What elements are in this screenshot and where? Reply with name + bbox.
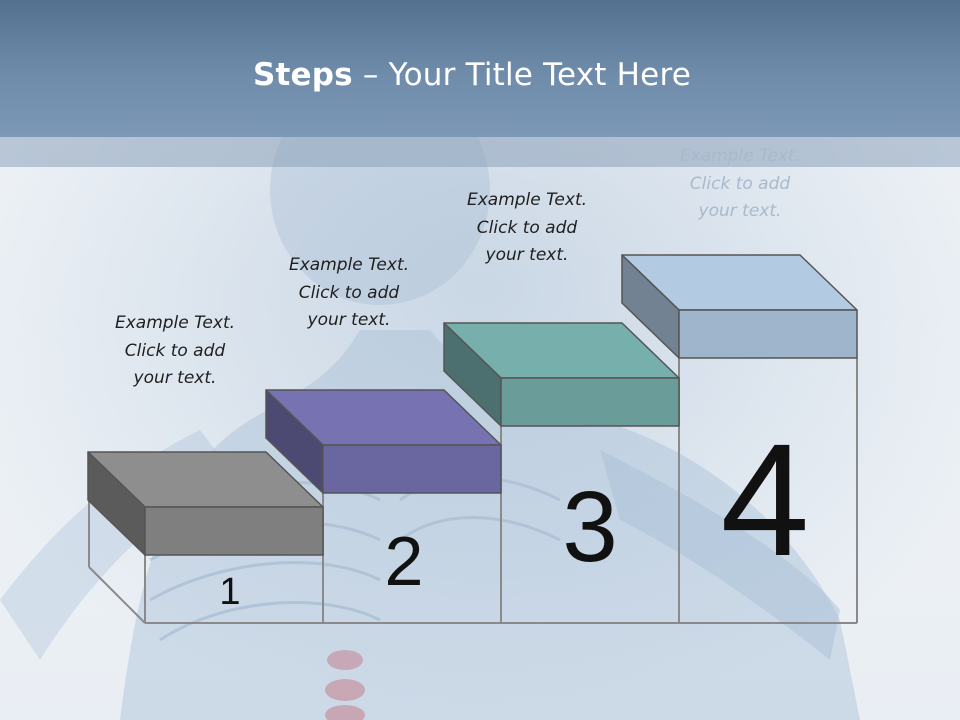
step-2-caption[interactable]: Example Text. Click to add your text. <box>254 252 444 335</box>
step-1-block-front <box>144 506 324 556</box>
step-4-caption[interactable]: Example Text. Click to add your text. <box>645 143 835 226</box>
step-1-number: 1 <box>219 571 241 613</box>
step-4-number: 4 <box>720 410 810 589</box>
caption-line: Example Text. <box>679 146 801 166</box>
step-2-block-front <box>322 444 502 494</box>
caption-line: Click to add <box>476 217 578 238</box>
caption-line: Example Text. <box>114 313 236 333</box>
frame-edge <box>88 566 146 624</box>
caption-line: your text. <box>307 310 391 330</box>
title-bar-band <box>0 137 960 167</box>
step-4-block-front <box>678 309 858 359</box>
title-bar <box>0 0 960 137</box>
slide-title-rest: – Your Title Text Here <box>352 57 691 93</box>
step-3-block-front <box>500 377 680 427</box>
caption-line: Example Text. <box>288 255 410 275</box>
step-2-number: 2 <box>384 522 424 600</box>
slide-title-bold: Steps <box>252 57 353 93</box>
caption-line: your text. <box>485 245 569 265</box>
step-3-number: 3 <box>562 471 618 583</box>
step-1-caption[interactable]: Example Text. Click to add your text. <box>80 310 270 393</box>
step-3-caption[interactable]: Example Text. Click to add your text. <box>432 187 622 270</box>
caption-line: your text. <box>698 201 782 221</box>
caption-line: Example Text. <box>466 190 588 210</box>
caption-line: your text. <box>133 368 217 388</box>
slide-title[interactable]: Steps – Your Title Text Here <box>0 52 944 98</box>
caption-line: Click to add <box>298 282 400 303</box>
caption-line: Click to add <box>124 340 226 361</box>
caption-line: Click to add <box>689 173 791 194</box>
